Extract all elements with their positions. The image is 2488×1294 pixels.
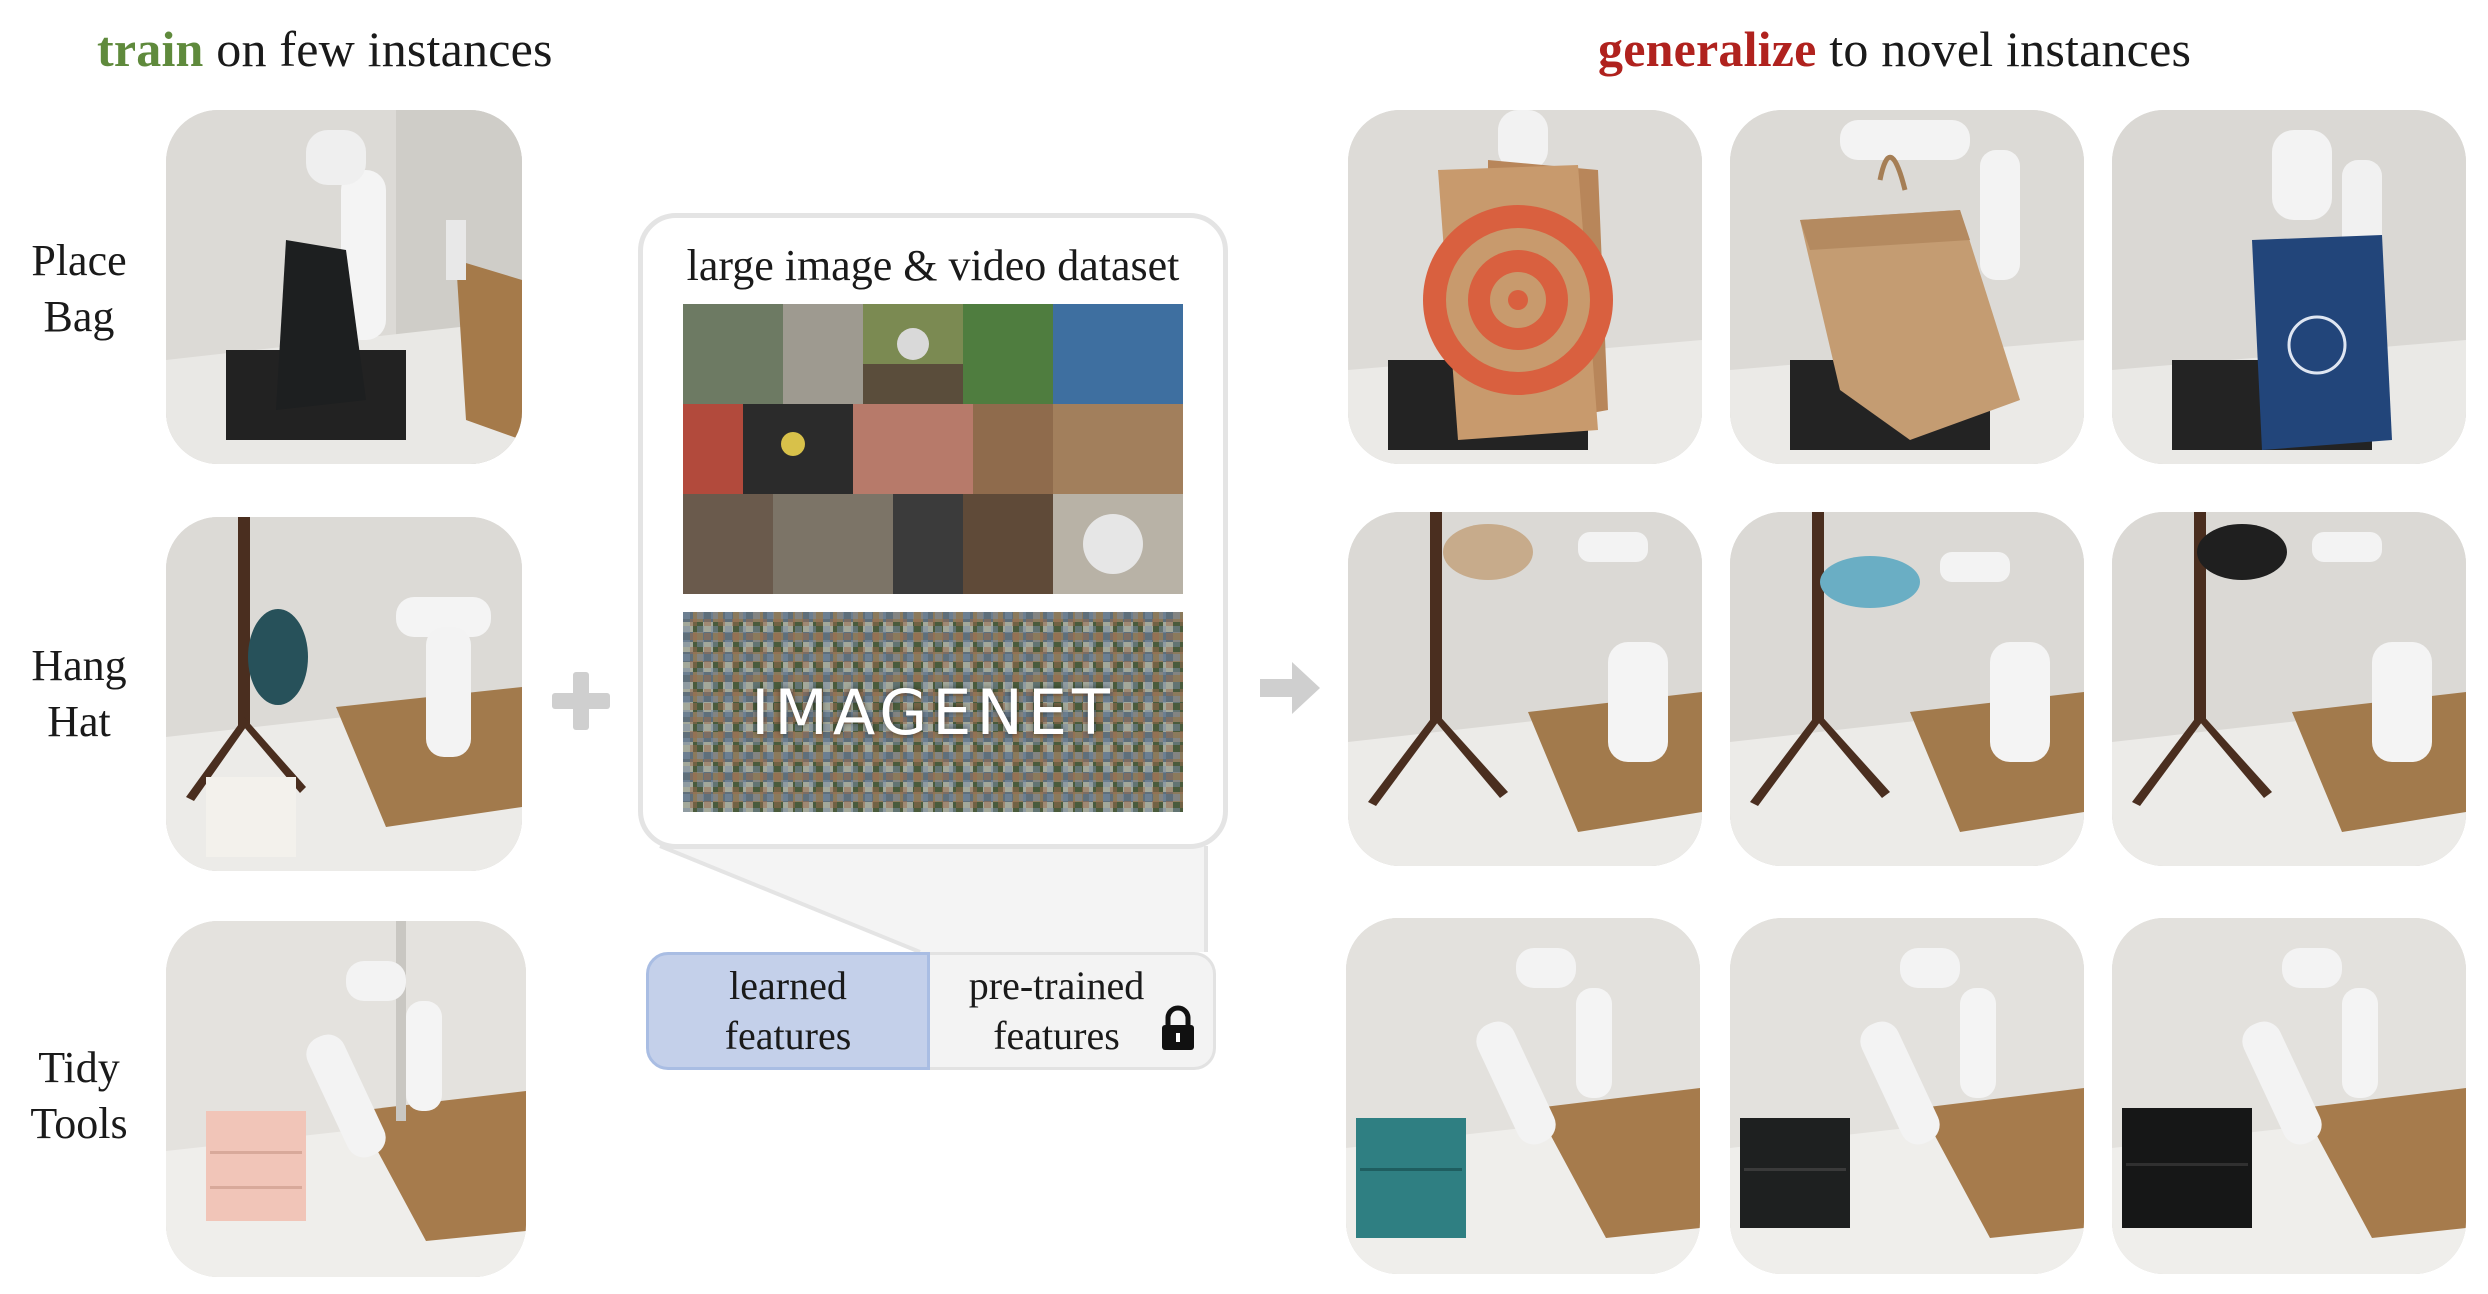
task-label-line: Bag	[43, 292, 115, 341]
novel-photo-drawer-teal	[1346, 918, 1700, 1274]
train-photo-place-bag	[166, 110, 522, 464]
task-label-tidy-tools: Tidy Tools	[10, 1040, 148, 1152]
novel-photo-hat-lightblue	[1730, 512, 2084, 866]
novel-photo-bag-paper	[1730, 110, 2084, 464]
train-photo-hang-hat	[166, 517, 522, 871]
arrow-right-icon	[1260, 662, 1320, 714]
dataset-title: large image & video dataset	[686, 241, 1180, 290]
novel-photo-drawer-darkgray	[2112, 918, 2466, 1274]
lock-icon	[1162, 1005, 1194, 1050]
train-photo-tidy-tools	[166, 921, 526, 1277]
novel-photo-hat-beige	[1348, 512, 1702, 866]
task-label-hang-hat: Hang Hat	[10, 638, 148, 750]
novel-photo-bag-target	[1348, 110, 1702, 464]
imagenet-wordmark: IMAGENET	[751, 676, 1115, 749]
learned-features-line: features	[724, 1013, 852, 1058]
pretrained-features-line: pre-trained	[968, 963, 1145, 1008]
plus-icon	[552, 672, 610, 730]
task-label-line: Tools	[30, 1099, 128, 1148]
generalize-heading-rest: to novel instances	[1816, 21, 2192, 77]
train-keyword: train	[97, 21, 204, 77]
imagenet-mosaic: IMAGENET	[683, 612, 1183, 812]
generalize-keyword: generalize	[1598, 21, 1817, 77]
video-dataset-collage	[683, 304, 1183, 594]
novel-photo-bag-blue	[2112, 110, 2466, 464]
novel-photo-hat-black	[2112, 512, 2466, 866]
task-label-line: Place	[31, 236, 127, 285]
task-label-line: Hat	[47, 697, 111, 746]
train-heading: train on few instances	[97, 20, 553, 78]
task-label-line: Hang	[31, 641, 127, 690]
learned-features-box: learned features	[646, 952, 930, 1070]
train-heading-rest: on few instances	[203, 21, 553, 77]
pretrained-features-line: features	[993, 1013, 1120, 1058]
generalize-heading: generalize to novel instances	[1598, 20, 2191, 78]
novel-photo-drawer-black	[1730, 918, 2084, 1274]
task-label-place-bag: Place Bag	[10, 233, 148, 345]
dataset-panel: large image & video dataset	[638, 213, 1228, 849]
task-label-line: Tidy	[38, 1043, 120, 1092]
pretrained-features-box: pre-trained features	[930, 952, 1216, 1070]
learned-features-line: learned	[729, 963, 847, 1008]
